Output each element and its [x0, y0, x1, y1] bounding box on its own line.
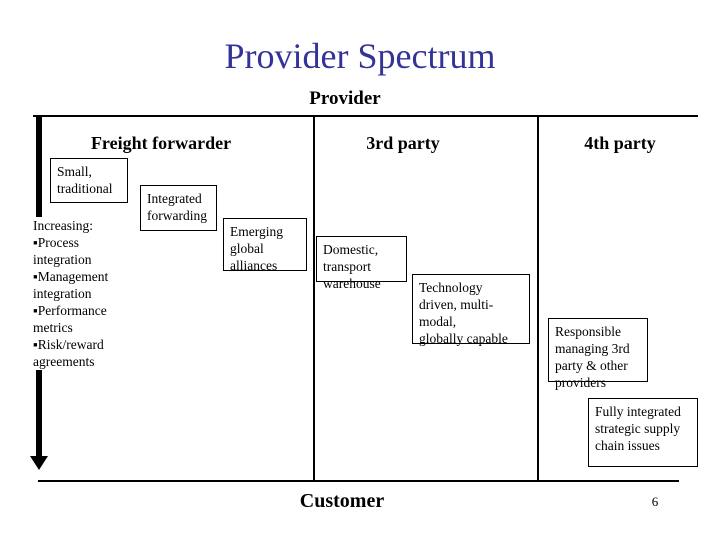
column-header-3rd-party: 3rd party: [366, 133, 440, 153]
spectrum-box-emerging-global-alliances: Emerging global alliances: [223, 218, 307, 273]
spectrum-box-small-traditional: Small, traditional: [50, 158, 128, 203]
column-divider-2: [537, 116, 539, 481]
column-header-4th-party: 4th party: [584, 133, 656, 153]
spectrum-box-fully-integrated: Fully integrated strategic supply chain …: [588, 398, 698, 467]
arrow-down-icon: [30, 456, 48, 470]
bottom-axis-line: [38, 480, 679, 482]
customer-axis-label: Customer: [299, 490, 385, 512]
top-axis-line: [33, 115, 698, 117]
increasing-note: Increasing: ▪Process integration ▪Manage…: [33, 217, 118, 370]
provider-axis-label: Provider: [309, 88, 381, 109]
column-divider-1: [313, 116, 315, 481]
column-header-freight-forwarder: Freight forwarder: [90, 133, 232, 153]
spectrum-box-technology-driven: Technology driven, multi- modal, globall…: [412, 274, 530, 346]
page-number: 6: [651, 494, 659, 509]
spectrum-box-responsible-managing: Responsible managing 3rd party & other p…: [548, 318, 648, 390]
spectrum-box-domestic-transport-warehouse: Domestic, transport warehouse: [316, 236, 407, 291]
slide-title: Provider Spectrum: [224, 36, 496, 76]
spectrum-box-integrated-forwarding: Integrated forwarding: [140, 185, 217, 231]
